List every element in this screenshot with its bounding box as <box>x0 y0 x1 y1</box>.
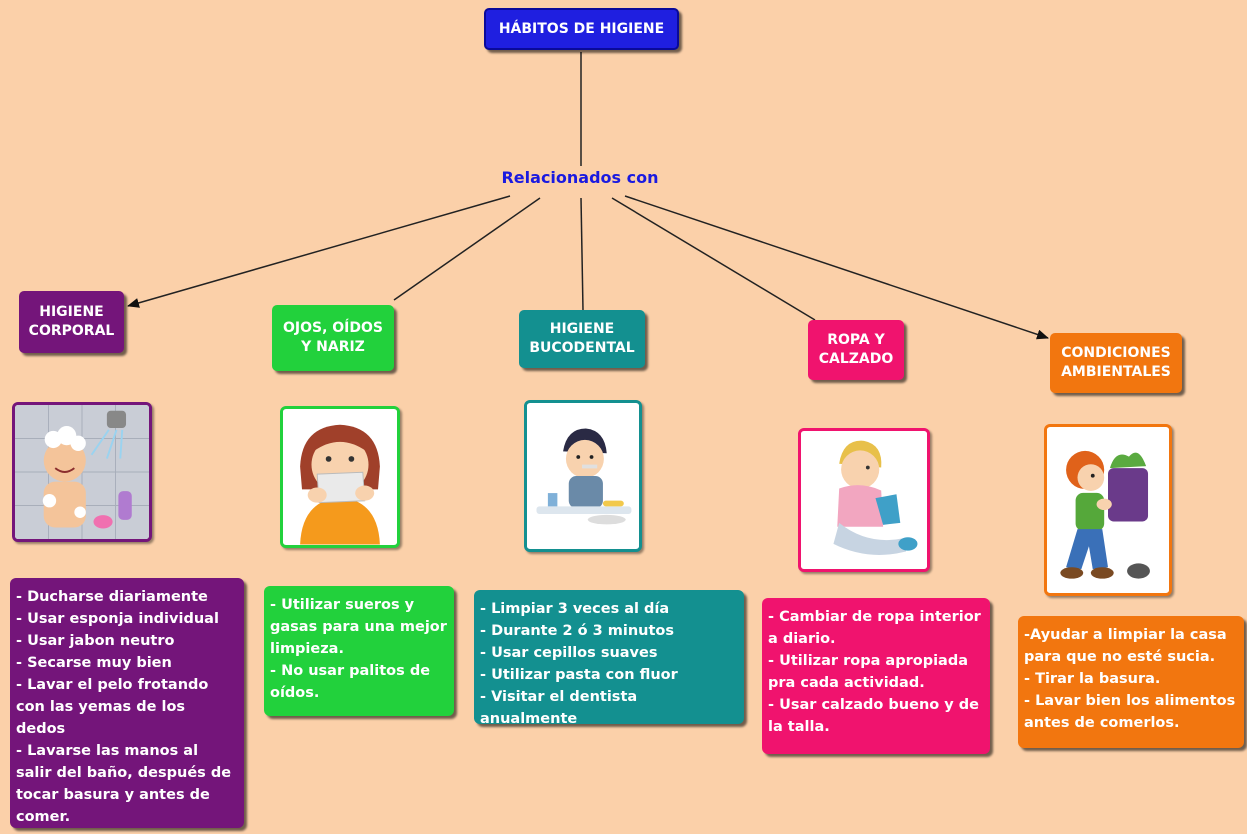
link-label: Relacionados con <box>501 168 659 187</box>
details-corporal-line-6: - Lavarse las manos al salir del baño, d… <box>16 743 232 825</box>
line-to-ojos <box>393 197 541 301</box>
category-ojos-label: OJOS, OÍDOS Y NARIZ <box>282 320 383 355</box>
details-ojos-box: - Utilizar sueros y gasas para una mejor… <box>264 586 454 716</box>
child-blowing-nose-image <box>280 406 400 548</box>
details-corporal-line-4: - Secarse muy bien <box>16 655 172 671</box>
details-corporal-line-1: - Ducharse diariamente <box>16 589 208 605</box>
category-corporal-node: HIGIENE CORPORAL <box>19 291 124 353</box>
category-condiciones-node: CONDICIONES AMBIENTALES <box>1050 333 1182 393</box>
category-bucodental-label: HIGIENE BUCODENTAL <box>529 321 635 356</box>
details-ojos-line-1: - Utilizar sueros y gasas para una mejor… <box>270 597 447 657</box>
root-node: HÁBITOS DE HIGIENE <box>484 8 679 50</box>
child-putting-on-sock-image <box>798 428 930 572</box>
details-corporal-line-2: - Usar esponja individual <box>16 611 219 627</box>
details-condiciones-line-3: - Lavar bien los alimentos antes de come… <box>1024 693 1236 731</box>
details-condiciones-line-1: -Ayudar a limpiar la casa para que no es… <box>1024 627 1227 665</box>
details-bucodental-line-5: - Visitar el dentista anualmente <box>480 689 638 727</box>
details-corporal-line-3: - Usar jabon neutro <box>16 633 175 649</box>
line-to-ropa <box>611 197 816 321</box>
root-label: HÁBITOS DE HIGIENE <box>498 20 665 37</box>
arrow-to-corporal <box>127 195 511 308</box>
details-bucodental-line-1: - Limpiar 3 veces al día <box>480 601 670 617</box>
category-bucodental-node: HIGIENE BUCODENTAL <box>519 310 645 368</box>
category-corporal-label: HIGIENE CORPORAL <box>28 304 115 339</box>
category-condiciones-label: CONDICIONES AMBIENTALES <box>1061 345 1171 380</box>
child-carrying-trash-bin-image <box>1044 424 1172 596</box>
details-ropa-line-3: - Usar calzado bueno y de la talla. <box>768 697 980 735</box>
details-ropa-line-2: - Utilizar ropa apropiada pra cada activ… <box>768 653 969 691</box>
line-to-bucodental <box>580 197 584 311</box>
arrow-to-condiciones <box>624 195 1049 340</box>
details-bucodental-line-2: - Durante 2 ó 3 minutos <box>480 623 675 639</box>
details-bucodental-box: - Limpiar 3 veces al día - Durante 2 ó 3… <box>474 590 744 727</box>
details-ropa-line-1: - Cambiar de ropa interior a diario. <box>768 609 981 647</box>
category-ojos-node: OJOS, OÍDOS Y NARIZ <box>272 305 394 371</box>
details-ropa-box: - Cambiar de ropa interior a diario. - U… <box>762 598 990 754</box>
category-ropa-label: ROPA Y CALZADO <box>818 332 894 367</box>
details-corporal-line-5: - Lavar el pelo frotando con las yemas d… <box>16 677 209 737</box>
details-ojos-line-2: - No usar palitos de oídos. <box>270 663 431 701</box>
details-condiciones-box: -Ayudar a limpiar la casa para que no es… <box>1018 616 1244 748</box>
details-corporal-box: - Ducharse diariamente - Usar esponja in… <box>10 578 244 828</box>
child-showering-image <box>12 402 152 542</box>
category-ropa-node: ROPA Y CALZADO <box>808 320 904 380</box>
details-condiciones-line-2: - Tirar la basura. <box>1024 671 1161 687</box>
details-bucodental-line-4: - Utilizar pasta con fluor <box>480 667 678 683</box>
details-bucodental-line-3: - Usar cepillos suaves <box>480 645 658 661</box>
child-brushing-teeth-image <box>524 400 642 552</box>
